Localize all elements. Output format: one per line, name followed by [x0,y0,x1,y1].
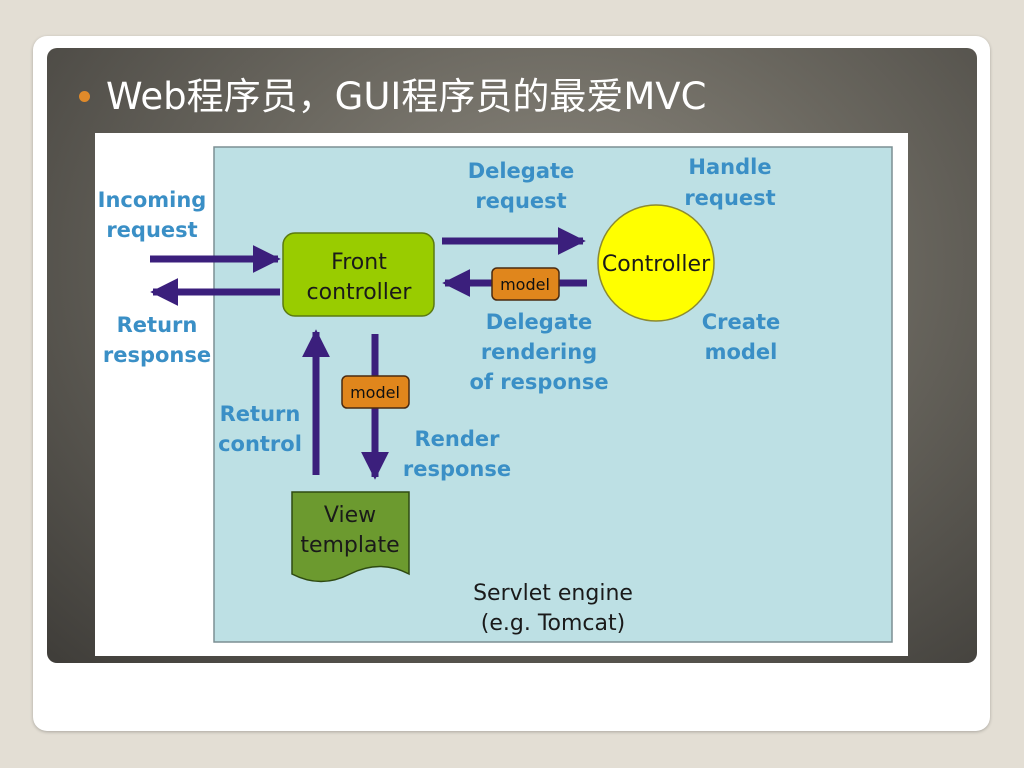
model-tag-vertical [341,375,410,409]
servlet-engine-label-line1: Servlet engine [473,581,633,606]
view-template-label-line2: template [300,533,399,558]
front-controller-label-line2: controller [307,280,413,305]
view-template-shape [291,491,410,583]
slide-title: Web程序员，GUI程序员的最爱MVC [106,75,707,118]
bullet-icon [79,91,90,102]
return-response-label-line1: Return [117,313,198,337]
handle-request-label-line1: Handle [688,155,771,179]
incoming-request-label-line1: Incoming [98,188,207,212]
front-controller-label-line1: Front [331,250,387,275]
delegate-rendering-label-line1: Delegate [486,310,593,334]
front-controller-box [282,232,435,317]
handle-request-label-line2: request [684,186,775,210]
model-tag-horizontal-label: model [500,275,550,294]
render-response-label-line2: response [403,457,511,481]
model-tag-vertical-label: model [350,383,400,402]
return-response-label-line2: response [103,343,211,367]
view-template-label-line1: View [324,503,376,528]
render-response-label-line1: Render [415,427,501,451]
return-control-label-line2: control [218,432,302,456]
delegate-rendering-label-line3: of response [469,370,608,394]
delegate-request-label-line1: Delegate [468,159,575,183]
servlet-engine-label-line2: (e.g. Tomcat) [481,611,625,636]
controller-label: Controller [602,252,711,277]
return-control-label-line1: Return [220,402,301,426]
mvc-diagram: Front controller Controller model model … [95,133,908,656]
delegate-request-label-line2: request [475,189,566,213]
controller-circle [597,204,715,322]
incoming-request-label-line2: request [106,218,197,242]
model-tag-horizontal [491,267,560,301]
create-model-label-line2: model [705,340,778,364]
create-model-label-line1: Create [702,310,780,334]
delegate-rendering-label-line2: rendering [481,340,597,364]
